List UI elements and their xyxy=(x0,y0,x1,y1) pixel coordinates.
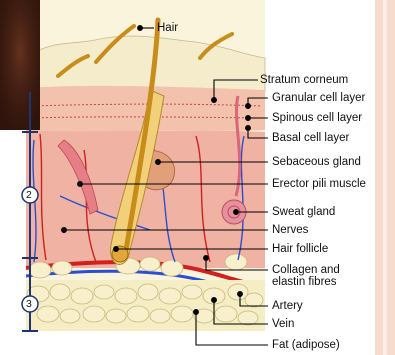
label-nerves: Nerves xyxy=(272,224,308,236)
photo-inset xyxy=(0,0,40,130)
label-erector-pili-muscle: Erector pili muscle xyxy=(272,178,366,190)
label-artery: Artery xyxy=(272,300,303,312)
label-hair: Hair xyxy=(157,22,178,34)
label-collagen-elastin: Collagen and elastin fibres xyxy=(272,264,362,288)
label-sebaceous-gland: Sebaceous gland xyxy=(272,156,361,168)
label-spinous-cell-layer: Spinous cell layer xyxy=(272,112,362,124)
label-hair-follicle: Hair follicle xyxy=(272,243,328,255)
label-vein: Vein xyxy=(272,318,294,330)
layer-marker-2: 2 xyxy=(26,189,32,201)
layer-marker-3: 3 xyxy=(26,298,32,310)
label-granular-cell-layer: Granular cell layer xyxy=(272,92,365,104)
label-sweat-gland: Sweat gland xyxy=(272,206,335,218)
label-fat-adipose: Fat (adipose) xyxy=(272,339,340,351)
label-stratum-corneum: Stratum corneum xyxy=(260,74,348,86)
label-basal-cell-layer: Basal cell layer xyxy=(272,132,349,144)
